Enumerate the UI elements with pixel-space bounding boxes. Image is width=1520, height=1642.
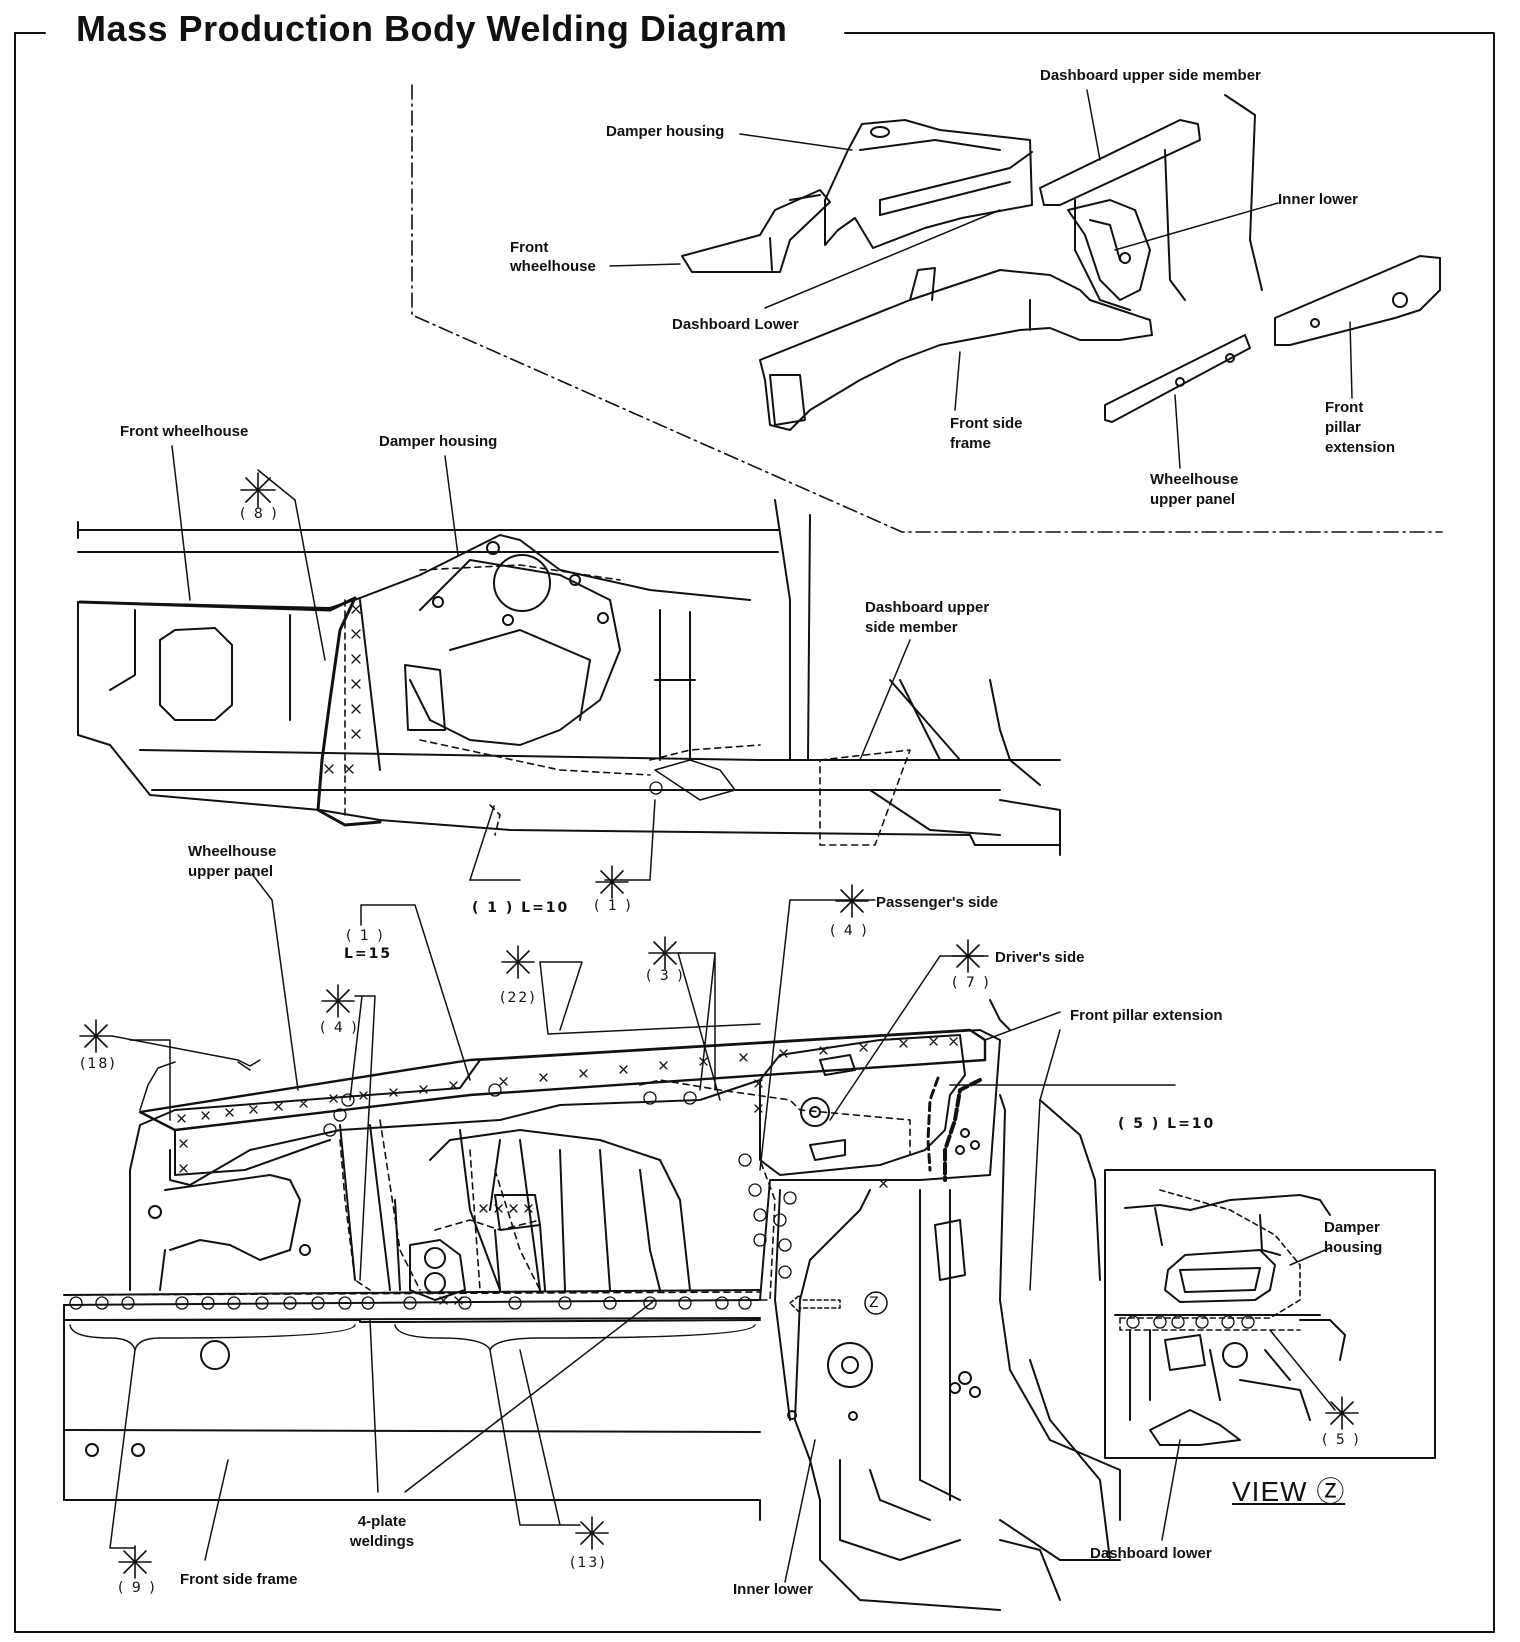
label-front-pillar-extension-main: Front pillar extension	[1070, 1007, 1223, 1024]
label-front-side-frame-exploded-line2: frame	[950, 435, 991, 452]
label-front-pillar-extension-exploded-line3: extension	[1325, 439, 1396, 456]
label-wheelhouse-upper-panel-exploded-line1: Wheelhouse	[1150, 471, 1239, 488]
label-dashboard-upper-side-member-exploded: Dashboard upper side member	[1040, 67, 1261, 84]
label-drivers-side: Driver's side	[995, 949, 1085, 966]
main-view-leader-lines	[69, 873, 1176, 1583]
main-view-weld-marks	[177, 1037, 958, 1305]
label-wheelhouse-upper-panel-exploded-line2: upper panel	[1150, 491, 1236, 508]
label-damper-housing-exploded: Damper housing	[606, 123, 725, 140]
exploded-leader-lines	[609, 89, 1353, 469]
label-dashboard-upper-side-member-side-line2: side member	[865, 619, 958, 636]
weld-count-4-left: ( 4 )	[320, 1020, 359, 1036]
weld-count-22: (22)	[500, 990, 537, 1006]
main-view-bold-seam	[926, 1076, 940, 1172]
label-dashboard-upper-side-member-side-line1: Dashboard upper	[865, 599, 990, 616]
label-front-wheelhouse-exploded-line1: Front	[510, 239, 549, 256]
weld-count-5-length-10: ( 5 ) L=10	[1118, 1116, 1216, 1132]
weld-count-5-view-z: ( 5 )	[1322, 1432, 1361, 1448]
weld-count-1-length-10: ( 1 ) L=10	[472, 900, 570, 916]
weld-count-18: (18)	[80, 1056, 117, 1072]
outer-frame	[14, 32, 1495, 1633]
view-z-inset	[1104, 1169, 1436, 1541]
exploded-front-wheelhouse	[681, 189, 831, 273]
exploded-dashboard-upper-side-member	[1039, 94, 1263, 311]
weld-count-1-main: ( 1 )	[346, 928, 385, 944]
label-passengers-side: Passenger's side	[876, 894, 998, 911]
label-wheelhouse-upper-panel-main-line1: Wheelhouse	[188, 843, 277, 860]
weld-count-13: (13)	[570, 1555, 607, 1571]
exploded-front-side-frame	[759, 267, 1153, 431]
weld-count-7: ( 7 )	[952, 975, 991, 991]
label-wheelhouse-upper-panel-main-line2: upper panel	[188, 863, 274, 880]
weld-count-4-right: ( 4 )	[830, 923, 869, 939]
exploded-wheelhouse-upper-panel	[1104, 334, 1251, 423]
label-front-side-frame-exploded-line1: Front side	[950, 415, 1023, 432]
weld-asterisk-symbols	[79, 472, 1359, 1579]
page-title: Mass Production Body Welding Diagram	[62, 8, 802, 50]
exploded-inner-lower	[1067, 199, 1151, 301]
main-view-dashed-seams	[63, 1079, 911, 1301]
label-front-pillar-extension-exploded-line2: pillar	[1325, 419, 1361, 436]
weld-count-3: ( 3 )	[646, 968, 685, 984]
exploded-damper-housing	[824, 119, 1033, 249]
view-z-caption: VIEW Ⓩ	[1232, 1476, 1346, 1507]
label-front-side-frame-main: Front side frame	[180, 1571, 298, 1588]
view-z-arrow-label: Z	[869, 1295, 879, 1311]
main-view-body	[63, 999, 1121, 1611]
label-dashboard-lower-exploded: Dashboard Lower	[672, 316, 799, 333]
main-view-circle-welds	[69, 1083, 797, 1310]
exploded-view-boundary	[411, 84, 1443, 533]
label-front-wheelhouse-side: Front wheelhouse	[120, 423, 249, 440]
label-damper-housing-view-z-line1: Damper	[1324, 1219, 1380, 1236]
weld-count-8: ( 8 )	[240, 506, 279, 522]
label-front-pillar-extension-exploded-line1: Front	[1325, 399, 1364, 416]
label-dashboard-lower-view-z: Dashboard lower	[1090, 1545, 1212, 1562]
side-view-leader-lines	[171, 445, 911, 881]
exploded-front-pillar-extension	[1274, 255, 1441, 346]
label-front-wheelhouse-exploded-line2: wheelhouse	[510, 258, 596, 275]
label-inner-lower-exploded: Inner lower	[1278, 191, 1359, 208]
label-four-plate-weldings-line1: 4-plate	[357, 1513, 407, 1530]
side-view	[77, 499, 1061, 856]
weld-count-9: ( 9 )	[118, 1580, 157, 1596]
label-inner-lower-main: Inner lower	[733, 1581, 814, 1598]
label-four-plate-weldings-line2: weldings	[349, 1533, 415, 1550]
label-damper-housing-view-z-line2: housing	[1324, 1239, 1383, 1256]
side-view-weld-marks	[324, 604, 663, 795]
weld-count-1-side: ( 1 )	[594, 898, 633, 914]
label-damper-housing-side: Damper housing	[379, 433, 498, 450]
weld-length-15: L=15	[344, 946, 393, 962]
